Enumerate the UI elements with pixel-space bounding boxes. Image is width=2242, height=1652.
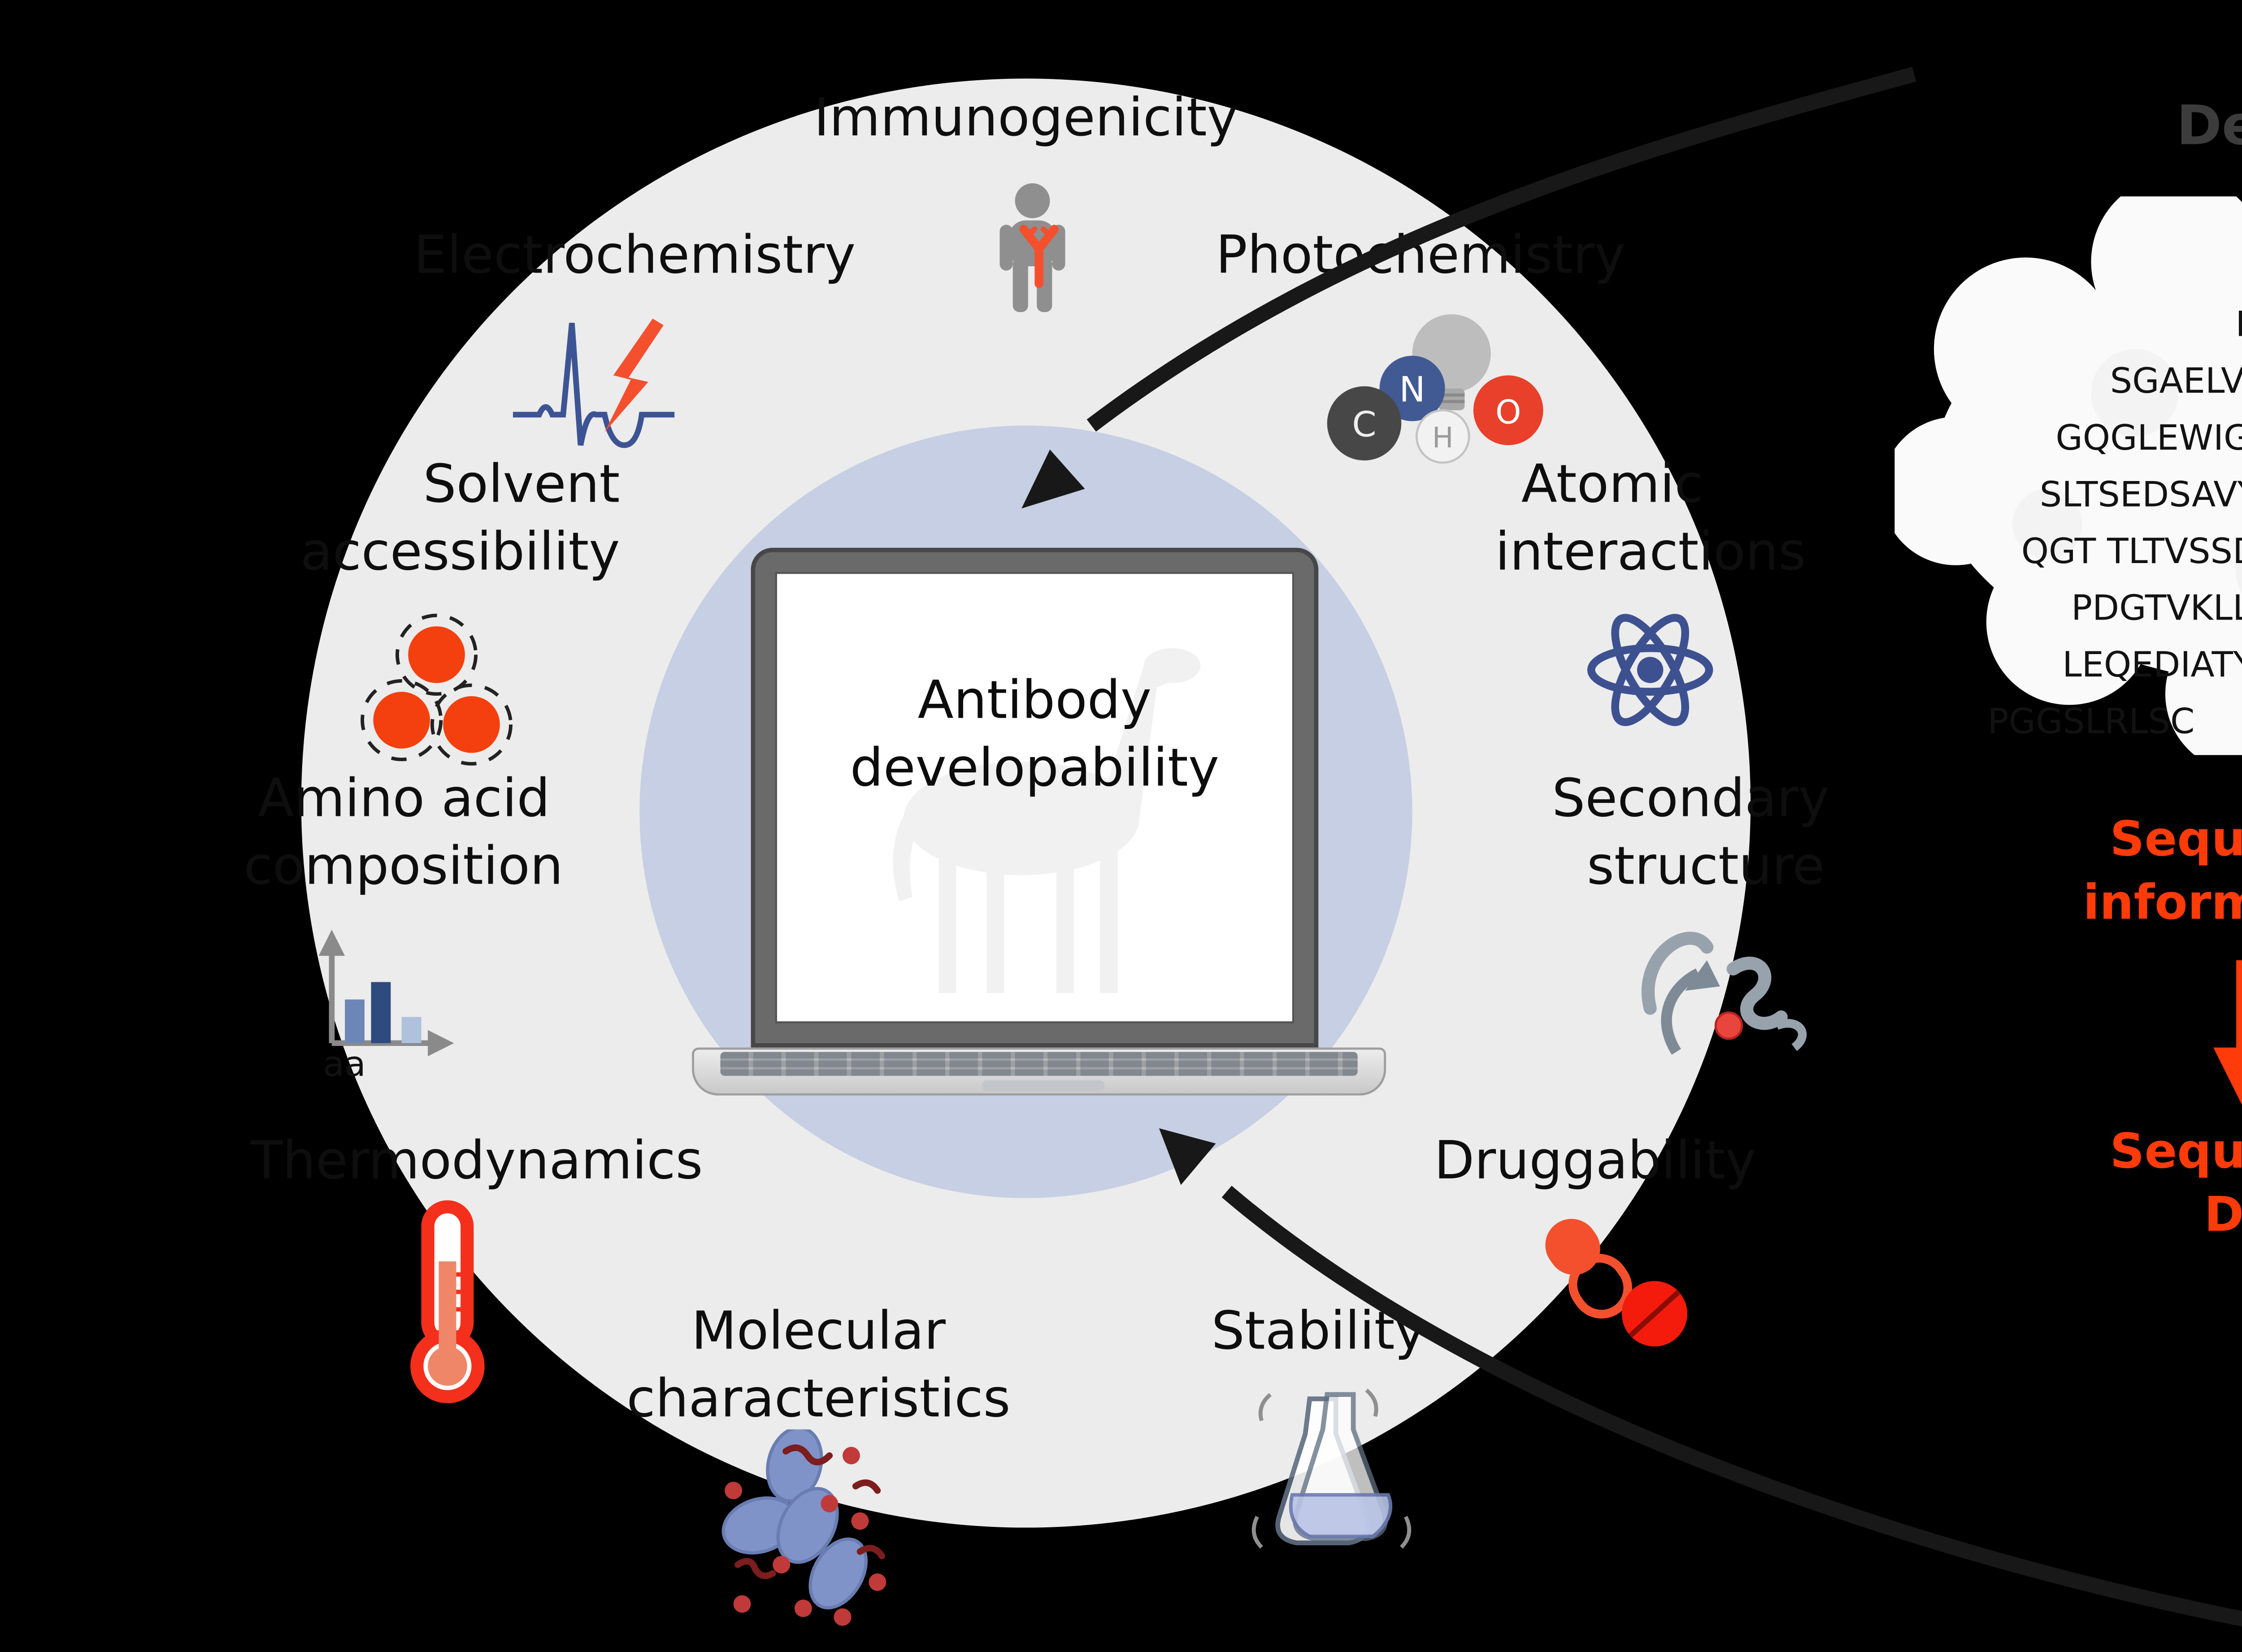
protein-ribbon-icon xyxy=(1641,932,1807,1055)
sequence-line: QGT TLTVSSDIQMTQTTSSLSASLG xyxy=(2021,530,2242,572)
sequence-line: LEQEDIATYFCQQGN TLPRT xyxy=(2062,644,2242,685)
label-solvent-accessibility-line1: Solvent xyxy=(423,454,620,515)
dp-title: Developability parameters (DP) xyxy=(2176,94,2242,157)
laptop-title-line2: developability xyxy=(850,737,1220,799)
sequence-dp-line2: DP xyxy=(2204,1189,2242,1244)
label-photochemistry: Photochemistry xyxy=(1216,225,1625,286)
shaking-flask-icon xyxy=(1251,1388,1412,1549)
label-molecular-characteristics-line2: characteristics xyxy=(626,1368,1011,1430)
antibody-molecule-icon xyxy=(721,1429,886,1626)
sequence-down-arrow-icon xyxy=(2213,960,2242,1105)
laptop-keyboard-keys xyxy=(720,1052,1358,1076)
label-amino-acid-line2: composition xyxy=(243,836,563,897)
label-stability: Stability xyxy=(1211,1301,1426,1362)
sequence-line: GQGLEWIGYINPGNGYTKYNEK xyxy=(2055,416,2242,459)
sequence-line: EVQLQQ xyxy=(1894,297,2242,354)
svg-text:O: O xyxy=(1495,393,1521,431)
antibody-seq-line: AAS xyxy=(2183,683,2242,733)
pills-icon xyxy=(1545,1218,1687,1347)
sequence-dp-label: Sequence DP xyxy=(2002,1122,2242,1248)
antibody-seq-line: Q xyxy=(2183,1285,2242,1335)
antibody-seq-line: TMD xyxy=(2183,733,2242,784)
sequence-line: SLTSEDSAVYFCARSVYYGGSYYF xyxy=(2039,473,2242,515)
label-druggability: Druggability xyxy=(1434,1130,1756,1192)
sequence-information-label: Sequence information xyxy=(2002,810,2242,936)
person-antibody-icon xyxy=(999,183,1065,312)
label-immunogenicity: Immunogenicity xyxy=(813,87,1238,149)
label-thermodynamics: Thermodynamics xyxy=(250,1130,703,1192)
bar-chart-axis-label: aa xyxy=(323,1043,366,1085)
thermometer-icon xyxy=(410,1200,485,1404)
atom-icon xyxy=(1587,614,1713,726)
laptop-screen-title: Antibody developability xyxy=(775,668,1295,803)
antibody-seq-line: FG GG xyxy=(2183,633,2242,683)
label-atomic-interactions-line2: interactions xyxy=(1495,521,1806,583)
label-secondary-structure-line2: structure xyxy=(1586,836,1825,897)
label-secondary-structure-line1: Secondary xyxy=(1552,768,1829,829)
sequence-line: PDGTVKLLIYYTSRLHSGVPS- xyxy=(2071,587,2242,629)
label-solvent-accessibility-line2: accessibility xyxy=(300,521,620,583)
svg-text:H: H xyxy=(1432,421,1454,454)
label-molecular-characteristics-line1: Molecular xyxy=(691,1301,946,1362)
sequence-information-line1: Sequence xyxy=(2110,814,2242,869)
sequence-information-line2: information xyxy=(2083,877,2242,932)
laptop-screen xyxy=(775,572,1295,1024)
label-amino-acid-line1: Amino acid xyxy=(258,768,550,829)
ecg-lightning-icon xyxy=(513,318,675,448)
sequence-line: SGAELVRAGSSVKMSCK xyxy=(2110,360,2242,402)
laptop-title-line1: Antibody xyxy=(917,670,1151,731)
laptop-touchpad xyxy=(982,1080,1105,1091)
bar-chart-icon xyxy=(318,929,454,1057)
svg-text:N: N xyxy=(1399,370,1425,410)
label-atomic-interactions-line1: Atomic xyxy=(1521,454,1703,515)
sequence-dp-line1: Sequence xyxy=(2110,1126,2242,1181)
sequence-protein-blob xyxy=(1894,196,2242,755)
solvent-circles-icon xyxy=(361,613,513,766)
sequence-line: PGGSLRLSC xyxy=(1987,700,2195,742)
label-electrochemistry: Electrochemistry xyxy=(413,225,856,286)
svg-text:C: C xyxy=(1352,405,1376,445)
horse-watermark xyxy=(893,648,1201,993)
